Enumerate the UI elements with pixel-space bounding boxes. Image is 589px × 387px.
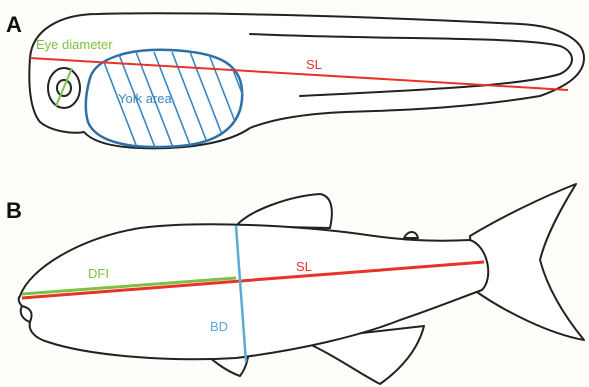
panel-b-letter: B xyxy=(6,198,22,223)
panel-a-letter: A xyxy=(6,12,22,37)
larva-sl-label: SL xyxy=(306,57,322,72)
fish-sl-label: SL xyxy=(296,259,312,274)
dorsal-fin xyxy=(236,194,332,228)
panel-a: A Eye diameter SL Yolk area xyxy=(6,12,584,150)
eye-diameter-label: Eye diameter xyxy=(36,37,113,52)
adipose-fin xyxy=(404,232,418,238)
dfi-label: DFI xyxy=(88,266,109,281)
panel-b: B DFI SL BD xyxy=(6,184,584,384)
yolk-area-label: Yolk area xyxy=(118,91,172,106)
body-depth-label: BD xyxy=(210,319,228,334)
